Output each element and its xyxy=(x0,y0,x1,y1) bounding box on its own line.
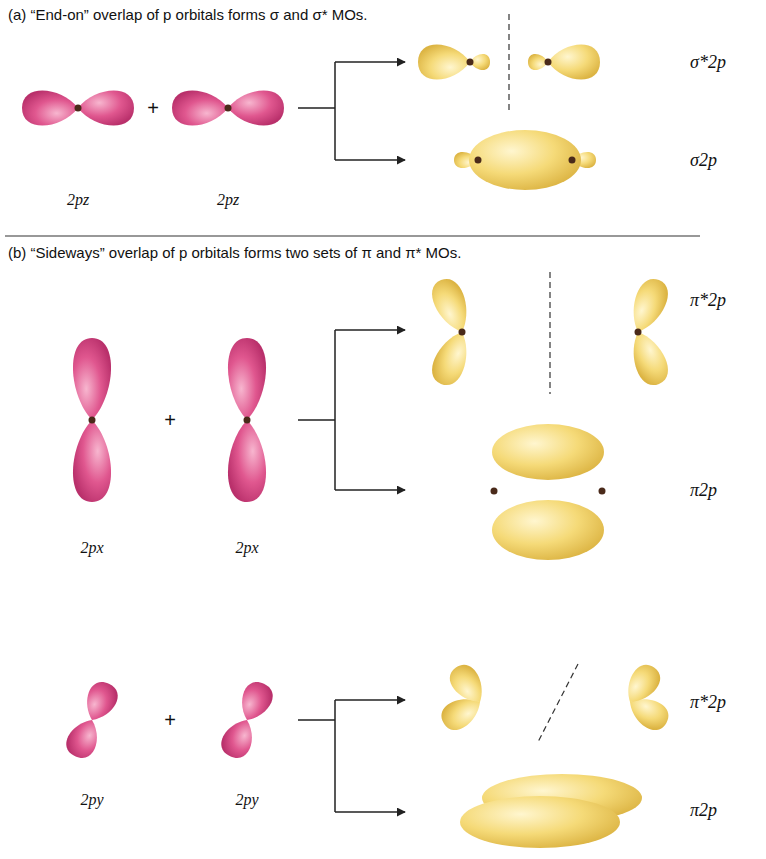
orbital-lobe xyxy=(73,420,111,502)
orbital-lobe xyxy=(62,714,105,763)
orbital-name: 2px xyxy=(235,539,258,557)
orbital-lobe xyxy=(492,424,604,480)
branch-arrow xyxy=(335,489,405,491)
mo-name: σ2p xyxy=(690,150,717,171)
orbital-lobe xyxy=(619,660,666,710)
orbital-lobe xyxy=(624,274,673,337)
branch-line xyxy=(298,62,335,160)
orbital-lobe xyxy=(228,90,284,125)
mo-name: π*2p xyxy=(690,290,726,311)
orbital-lobe xyxy=(22,90,78,125)
plus-sign: + xyxy=(164,709,176,732)
plus-sign: + xyxy=(147,97,159,120)
section-heading: (a) “End-on” overlap of p orbitals forms… xyxy=(8,6,367,23)
mo-name: σ*2p xyxy=(690,52,726,73)
orbital-name: 2pz xyxy=(217,191,239,209)
orbital-lobe xyxy=(228,338,266,420)
branch-arrow xyxy=(335,61,405,63)
orbital-name: 2py xyxy=(235,791,258,809)
nucleus-dot xyxy=(244,417,251,424)
nucleus-dot xyxy=(75,105,82,112)
orbital-name: 2px xyxy=(80,539,103,557)
orbital-lobe xyxy=(78,90,134,125)
nucleus-dot xyxy=(569,157,576,164)
section-rule xyxy=(5,235,700,236)
orbital-name: 2pz xyxy=(67,191,89,209)
nucleus-dot xyxy=(225,105,232,112)
nucleus-dot xyxy=(475,157,482,164)
orbital-lobe xyxy=(418,44,470,79)
orbital-lobe xyxy=(624,326,673,389)
mo-name: π2p xyxy=(690,800,717,821)
nodal-plane xyxy=(508,14,509,112)
nucleus-dot xyxy=(89,417,96,424)
mo-name: π*2p xyxy=(690,692,726,713)
orbital-lobe xyxy=(73,338,111,420)
nucleus-dot xyxy=(459,329,466,336)
section-heading: (b) “Sideways” overlap of p orbitals for… xyxy=(8,244,461,261)
branch-arrow xyxy=(335,159,405,161)
orbital-lobe xyxy=(172,90,228,125)
nucleus-dot xyxy=(545,59,552,66)
orbital-lobe xyxy=(460,796,620,848)
nodal-plane xyxy=(549,272,550,394)
branch-arrow xyxy=(335,699,405,701)
orbital-lobe xyxy=(427,274,476,337)
branch-line xyxy=(298,700,335,812)
branch-arrow xyxy=(335,811,405,813)
orbital-lobe xyxy=(217,714,260,763)
branch-line xyxy=(298,330,335,490)
nucleus-dot xyxy=(467,59,474,66)
branch-arrow xyxy=(335,329,405,331)
mo-name: π2p xyxy=(690,480,717,501)
orbital-lobe xyxy=(228,420,266,502)
orbital-lobe xyxy=(427,326,476,389)
nodal-plane xyxy=(538,664,578,742)
plus-sign: + xyxy=(164,409,176,432)
nucleus-dot xyxy=(599,488,606,495)
orbital-lobe xyxy=(445,660,492,710)
orbital-lobe xyxy=(79,678,122,727)
orbital-lobe xyxy=(548,44,600,79)
orbital-name: 2py xyxy=(80,791,103,809)
nucleus-dot xyxy=(491,488,498,495)
orbital-lobe xyxy=(234,678,277,727)
orbital-lobe xyxy=(469,130,581,190)
nucleus-dot xyxy=(635,329,642,336)
orbital-lobe xyxy=(492,500,604,560)
